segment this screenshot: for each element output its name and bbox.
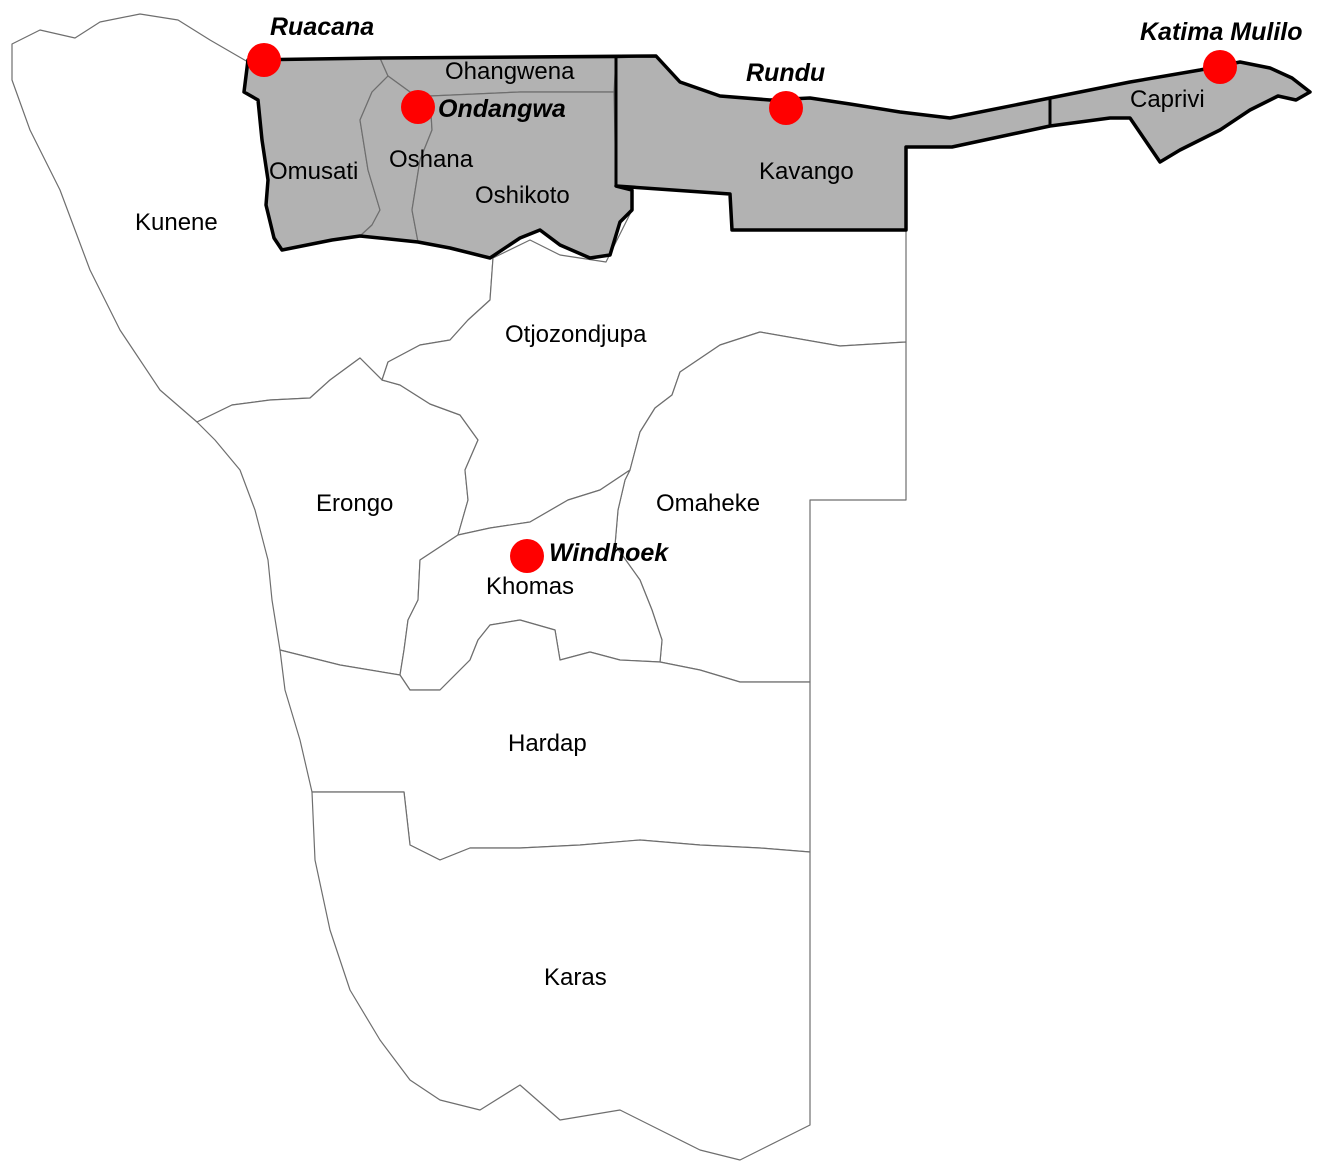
region-shapes (11, 13, 907, 1161)
region-label-oshana: Oshana (389, 146, 474, 173)
city-marker-windhoek[interactable] (510, 539, 544, 573)
city-marker-rundu[interactable] (769, 91, 803, 125)
region-label-otjozondjupa: Otjozondjupa (505, 321, 647, 348)
city-marker-ondangwa[interactable] (401, 90, 435, 124)
region-label-caprivi: Caprivi (1130, 86, 1205, 113)
city-label-katima-mulilo: Katima Mulilo (1140, 18, 1303, 46)
city-markers (247, 43, 1237, 573)
region-labels: Kunene Omusati Ohangwena Oshana Oshikoto… (135, 58, 1205, 991)
city-marker-ruacana[interactable] (247, 43, 281, 77)
region-label-oshikoto: Oshikoto (475, 182, 570, 209)
city-label-rundu: Rundu (746, 59, 825, 87)
region-label-kavango: Kavango (759, 158, 854, 185)
region-label-karas: Karas (544, 964, 607, 991)
region-label-omaheke: Omaheke (656, 490, 760, 517)
region-label-ohangwena: Ohangwena (445, 58, 575, 85)
city-label-ruacana: Ruacana (270, 13, 374, 41)
northern-outline (242, 54, 1312, 260)
city-labels: Ruacana Ondangwa Rundu Katima Mulilo Win… (270, 13, 1303, 567)
region-karas[interactable] (311, 791, 811, 1161)
region-label-hardap: Hardap (508, 730, 587, 757)
city-label-windhoek: Windhoek (549, 539, 669, 567)
region-label-omusati: Omusati (269, 158, 358, 185)
region-label-erongo: Erongo (316, 490, 393, 517)
region-label-kunene: Kunene (135, 209, 218, 236)
city-marker-katima-mulilo[interactable] (1203, 50, 1237, 84)
region-label-khomas: Khomas (486, 573, 574, 600)
city-label-ondangwa: Ondangwa (438, 95, 566, 123)
